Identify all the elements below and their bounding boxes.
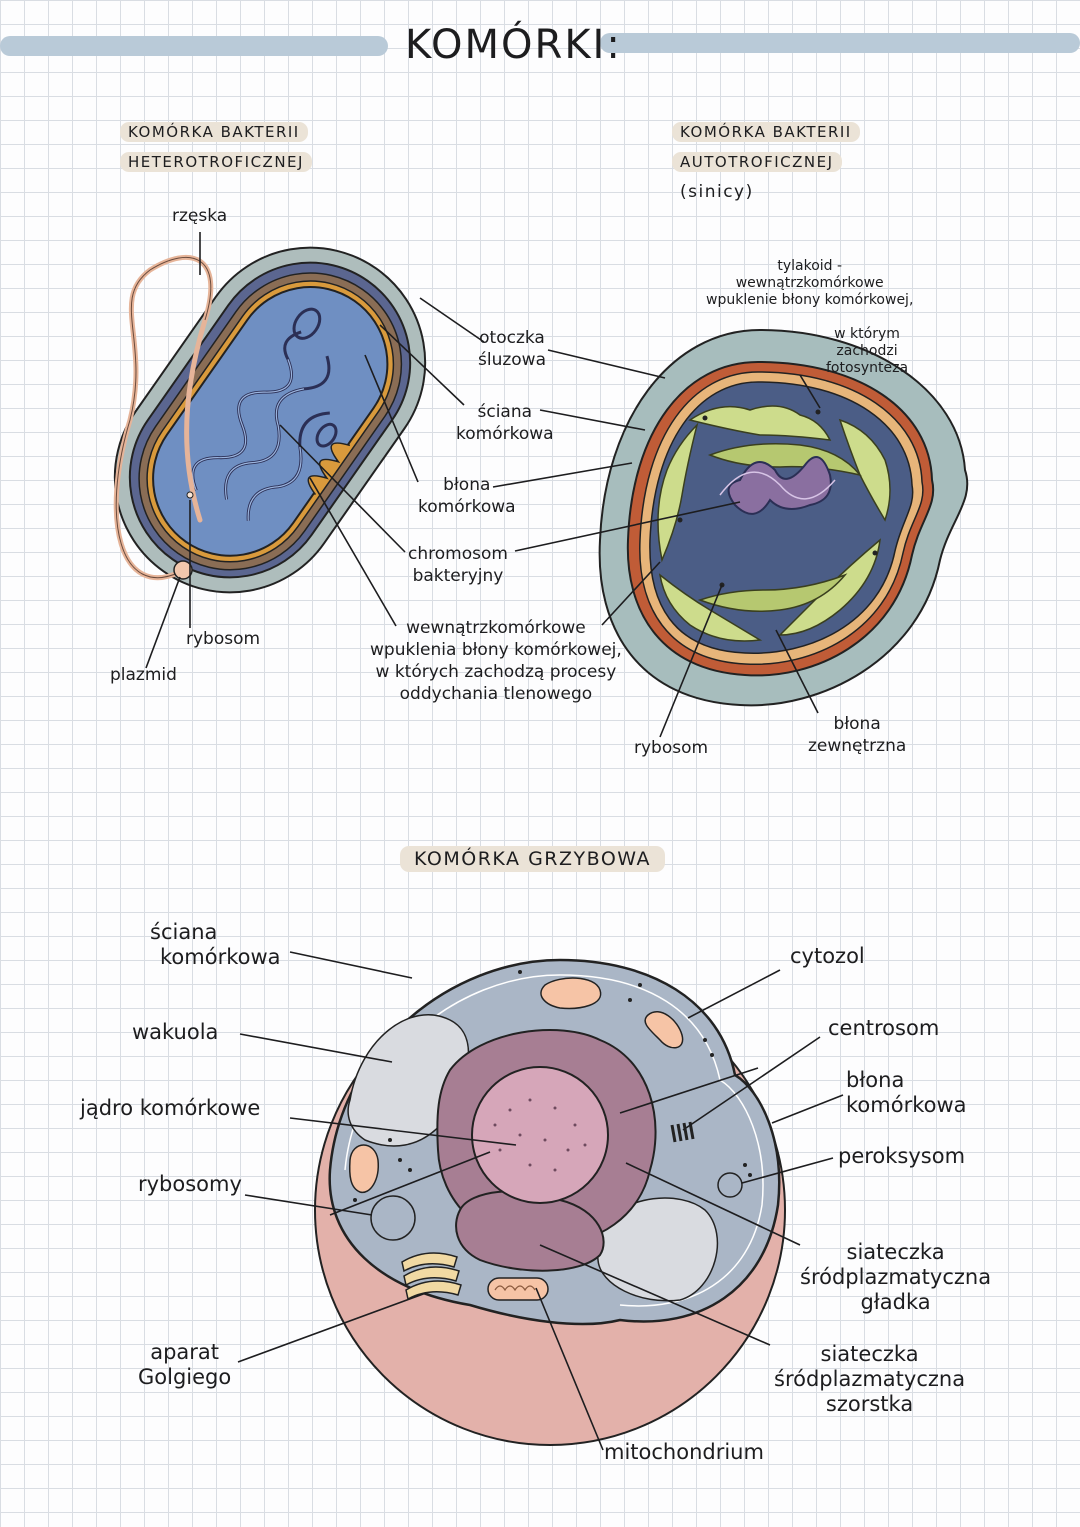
- label-sciana-grz: ściana komórkowa: [150, 920, 281, 970]
- label-ser-gladka-3: gładka: [860, 1290, 931, 1314]
- label-aparat-2: Golgiego: [138, 1365, 232, 1389]
- label-sciana-bak-2: komórkowa: [456, 424, 554, 444]
- label-ser-szorstka-1: siateczka: [820, 1342, 919, 1366]
- endosome: [370, 1195, 416, 1241]
- ribosomes-cyano: [677, 409, 878, 588]
- heading-autotroph-line2: AUTOTROFICZNEJ: [672, 152, 842, 172]
- heading-autotroph-line3: (sinicy): [680, 182, 754, 202]
- label-ser-gladka: siateczka śródplazmatyczna gładka: [800, 1240, 991, 1315]
- label-plazmid: plazmid: [110, 665, 177, 685]
- label-wpuklenia-1: wewnątrzkomórkowe: [406, 618, 586, 638]
- heading-autotroph: KOMÓRKA BAKTERII AUTOTROFICZNEJ (sinicy): [672, 117, 860, 207]
- label-otoczka-1: otoczka: [479, 328, 545, 348]
- mitochondrion-2: [644, 1011, 684, 1049]
- label-mitochondrium: mitochondrium: [604, 1440, 764, 1464]
- header-bar-right: [600, 33, 1080, 53]
- page-title: KOMÓRKI:: [405, 22, 622, 68]
- label-tylakoid-1: tylakoid -: [777, 258, 843, 274]
- label-rybosom-bak: rybosom: [186, 629, 261, 649]
- ribosome-dot: [186, 491, 194, 499]
- label-cytozol: cytozol: [790, 944, 865, 968]
- mesosome: [307, 442, 351, 496]
- plasmid: [292, 307, 322, 340]
- label-tylakoid-cont: w którym zachodzi fotosynteza: [826, 326, 908, 377]
- label-tylakoid-6: fotosynteza: [826, 360, 909, 376]
- label-ser-szorstka-2: śródplazmatyczna: [774, 1367, 966, 1391]
- heading-fungal: KOMÓRKA GRZYBOWA: [400, 846, 666, 872]
- label-sciana-grz-1: ściana: [150, 920, 218, 944]
- heading-fungal-text: KOMÓRKA GRZYBOWA: [400, 846, 666, 872]
- label-rybosom-sin: rybosom: [634, 738, 709, 758]
- label-wakuola: wakuola: [132, 1020, 219, 1044]
- label-chromosom-1: chromosom: [408, 544, 508, 564]
- label-rybosomy: rybosomy: [138, 1172, 242, 1196]
- heading-autotroph-line1: KOMÓRKA BAKTERII: [672, 122, 860, 142]
- label-peroksysom: peroksysom: [838, 1144, 966, 1168]
- label-tylakoid: tylakoid - wewnątrzkomórkowe wpuklenie b…: [706, 258, 913, 309]
- flagellum-base: [173, 560, 193, 580]
- label-blona-bak-2: komórkowa: [418, 497, 516, 517]
- label-centrosom: centrosom: [828, 1016, 940, 1040]
- label-ser-szorstka: siateczka śródplazmatyczna szorstka: [774, 1342, 965, 1417]
- fungal-cell: [314, 958, 786, 1446]
- label-blona-zewn: błona zewnętrzna: [808, 713, 906, 757]
- label-blona-grz: błona komórkowa: [846, 1068, 967, 1118]
- golgi-apparatus: [401, 1252, 462, 1301]
- label-tylakoid-3: wpuklenie błony komórkowej,: [706, 292, 914, 308]
- label-tylakoid-4: w którym: [834, 326, 900, 342]
- nucleus-dots: [493, 1098, 587, 1172]
- mitochondrion-1: [540, 977, 602, 1010]
- label-blona-bak: błona komórkowa: [418, 474, 516, 518]
- ribosomes-fungal: [353, 970, 752, 1202]
- label-tylakoid-2: wewnątrzkomórkowe: [735, 275, 884, 291]
- label-ser-gladka-1: siateczka: [846, 1240, 945, 1264]
- label-sciana-grz-2: komórkowa: [160, 945, 281, 969]
- label-blona-grz-2: komórkowa: [846, 1093, 967, 1117]
- label-aparat-1: aparat: [150, 1340, 220, 1364]
- heading-heterotroph: KOMÓRKA BAKTERII HETEROTROFICZNEJ: [120, 117, 312, 177]
- label-wpuklenia-2: wpuklenia błony komórkowej,: [370, 640, 622, 660]
- label-blona-grz-1: błona: [846, 1068, 905, 1092]
- leader-lines: [145, 232, 844, 1451]
- heading-heterotroph-line2: HETEROTROFICZNEJ: [120, 152, 312, 172]
- label-tylakoid-5: zachodzi: [836, 343, 898, 359]
- label-chromosom-2: bakteryjny: [412, 566, 504, 586]
- mitochondrion-3: [348, 1144, 379, 1194]
- label-blona-zewn-1: błona: [833, 714, 881, 734]
- label-rzeska: rzęska: [172, 206, 228, 226]
- label-jadro: jądro komórkowe: [80, 1096, 261, 1120]
- cyanobacterium: [598, 328, 969, 707]
- label-sciana-bak-1: ściana: [477, 402, 533, 422]
- label-blona-zewn-2: zewnętrzna: [808, 736, 907, 756]
- plasmid-2: [315, 422, 338, 448]
- heading-heterotroph-line1: KOMÓRKA BAKTERII: [120, 122, 308, 142]
- label-sciana-bak: ściana komórkowa: [456, 401, 554, 445]
- label-wpuklenia: wewnątrzkomórkowe wpuklenia błony komórk…: [370, 617, 622, 705]
- label-wpuklenia-4: oddychania tlenowego: [399, 684, 593, 704]
- nucleus: [471, 1066, 609, 1204]
- heterotroph-bacterium: [113, 246, 427, 594]
- label-aparat: aparat Golgiego: [138, 1340, 231, 1390]
- label-blona-bak-1: błona: [443, 475, 491, 495]
- label-wpuklenia-3: w których zachodzą procesy: [375, 662, 617, 682]
- label-chromosom: chromosom bakteryjny: [408, 543, 508, 587]
- label-ser-szorstka-3: szorstka: [825, 1392, 914, 1416]
- header-bar-left: [0, 36, 388, 56]
- label-otoczka-bak: otoczka śluzowa: [478, 327, 546, 371]
- peroxisome: [717, 1172, 743, 1198]
- label-ser-gladka-2: śródplazmatyczna: [800, 1265, 992, 1289]
- label-otoczka-2: śluzowa: [478, 350, 546, 370]
- mitochondrion-4: [487, 1277, 549, 1301]
